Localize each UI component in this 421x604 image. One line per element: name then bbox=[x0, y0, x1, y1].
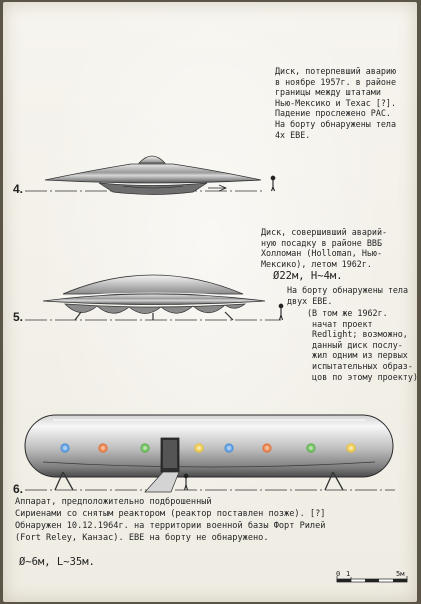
hull-light bbox=[140, 443, 150, 453]
hull-light bbox=[262, 443, 272, 453]
hull-lights bbox=[60, 443, 356, 453]
item-number-6: 6. bbox=[13, 482, 24, 496]
caption-item-6: Аппарат, предположительно подброшенный С… bbox=[15, 497, 326, 543]
caption-tail-item-5: На борту обнаружены тела двух EBE. bbox=[287, 285, 409, 306]
item-number-4: 4. bbox=[13, 182, 24, 196]
document-sheet: Диск, потерпевший аварию в ноябре 1957г.… bbox=[3, 2, 418, 602]
hull-light bbox=[60, 443, 70, 453]
hull-light bbox=[224, 443, 234, 453]
item-number-5: 5. bbox=[13, 310, 24, 324]
scale-label-zero: 0 bbox=[336, 570, 341, 578]
disc-craft-4 bbox=[25, 155, 276, 195]
dimensions-item-6: Ø~6м, L~35м. bbox=[19, 556, 95, 568]
hull-light bbox=[346, 443, 356, 453]
human-scale-figure-5 bbox=[278, 303, 284, 321]
dimensions-item-5: Ø22м, Н~4м. bbox=[273, 270, 343, 282]
cylinder-craft-6 bbox=[24, 414, 395, 493]
scale-bar bbox=[336, 576, 408, 583]
scale-label-five: 5м bbox=[396, 570, 405, 578]
technical-drawings bbox=[24, 155, 408, 583]
caption-item-4: Диск, потерпевший аварию в ноябре 1957г.… bbox=[275, 66, 397, 140]
hull-light bbox=[194, 443, 204, 453]
scale-label-one: 1 bbox=[346, 570, 351, 578]
hull-light bbox=[306, 443, 316, 453]
aside-note-item-5: (В том же 1962г. начат проект Redlight; … bbox=[307, 308, 418, 382]
human-scale-figure-6 bbox=[183, 473, 189, 491]
caption-item-5: Диск, совершивший аварий- ную посадку в … bbox=[261, 227, 388, 269]
disc-craft-5 bbox=[25, 274, 284, 321]
human-scale-figure-4 bbox=[270, 175, 276, 192]
hull-light bbox=[98, 443, 108, 453]
